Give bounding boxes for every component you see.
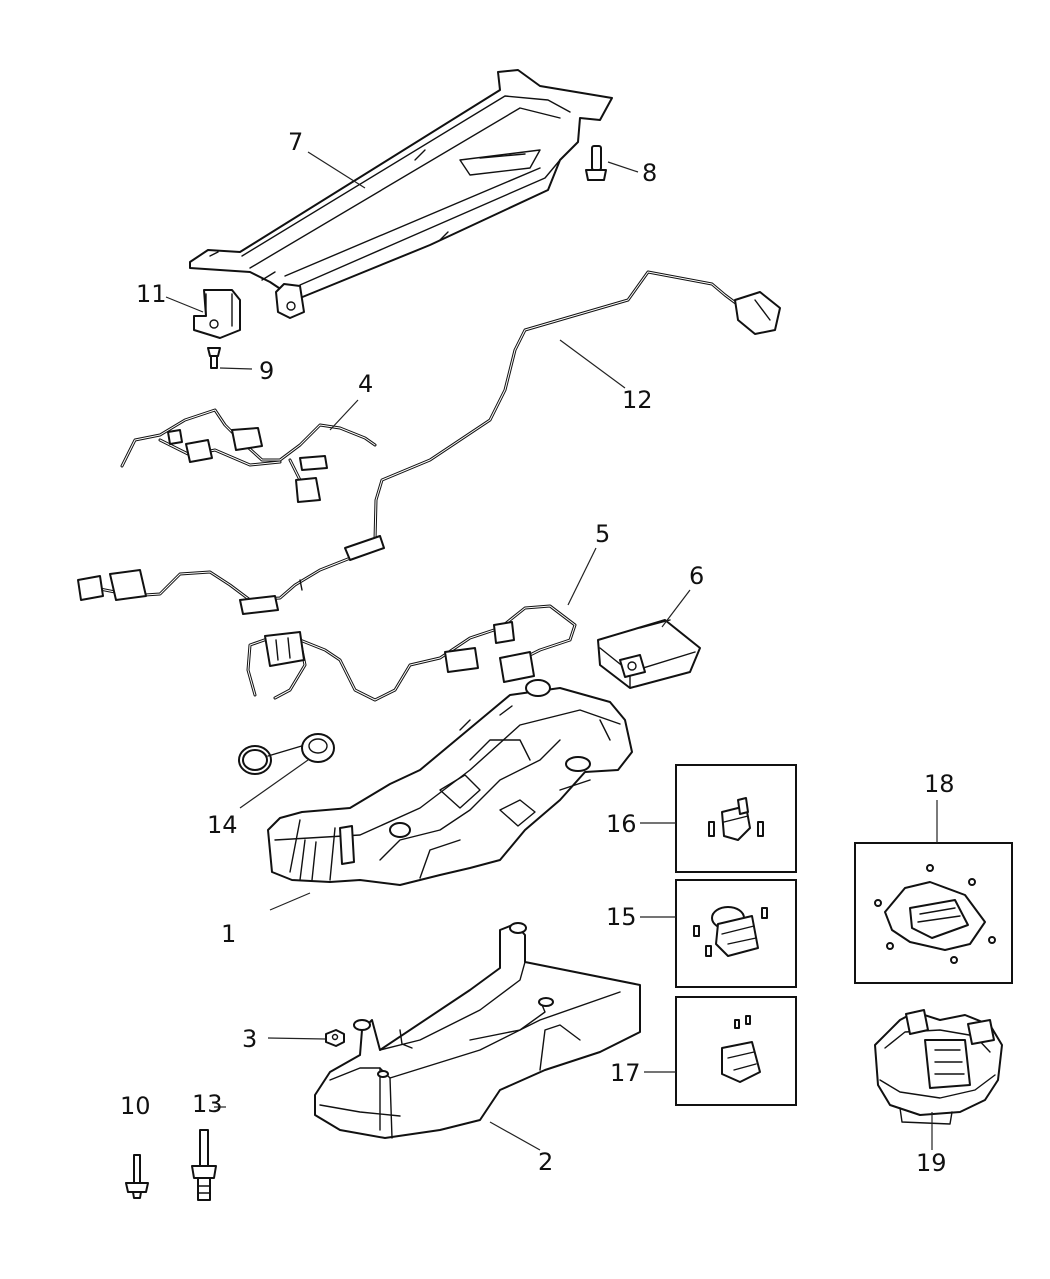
callout-13: 13 [192, 1090, 223, 1118]
leader-12 [559, 339, 626, 389]
part-pump-module-19[interactable] [874, 1009, 1003, 1125]
inset-box-16 [675, 764, 797, 873]
leader-2 [489, 1121, 541, 1151]
part-wiring-harness-5[interactable] [246, 604, 577, 702]
callout-18: 18 [924, 770, 955, 798]
part-bolt-10[interactable] [125, 1154, 149, 1199]
leader-8 [607, 161, 639, 173]
callout-1: 1 [221, 920, 236, 948]
part-tank-1[interactable] [267, 679, 633, 886]
leader-7 [307, 151, 366, 189]
callout-labels: 1 2 3 4 5 6 7 8 9 10 11 12 13 14 15 16 1… [120, 128, 955, 1177]
leader-9 [219, 367, 253, 370]
leader-6 [661, 589, 691, 628]
leader-5 [567, 547, 597, 606]
part-wiring-harness-4[interactable] [120, 408, 377, 503]
callout-9: 9 [259, 357, 274, 385]
callout-6: 6 [689, 562, 704, 590]
callout-2: 2 [538, 1148, 553, 1176]
part-sensor-line-12[interactable] [77, 270, 781, 615]
part-component-17[interactable] [721, 1015, 761, 1083]
callout-16: 16 [606, 810, 637, 838]
part-crossmember[interactable] [189, 69, 613, 319]
callout-19: 19 [916, 1149, 947, 1177]
callout-17: 17 [610, 1059, 641, 1087]
part-nut-3[interactable] [325, 1029, 345, 1047]
leader-1 [269, 892, 311, 911]
callout-7: 7 [288, 128, 303, 156]
leader-14 [239, 759, 309, 809]
part-screw-9[interactable] [207, 347, 221, 369]
leader-3 [267, 1037, 326, 1040]
callout-5: 5 [595, 520, 610, 548]
callout-11: 11 [136, 280, 167, 308]
part-bolt-8[interactable] [585, 145, 607, 181]
leader-lines [165, 151, 938, 1151]
part-component-16[interactable] [708, 797, 764, 841]
callout-14: 14 [207, 811, 238, 839]
leader-11 [165, 296, 204, 313]
callout-10: 10 [120, 1092, 151, 1120]
part-bracket-11[interactable] [193, 289, 241, 339]
part-control-module-6[interactable] [597, 619, 701, 689]
callout-12: 12 [622, 386, 653, 414]
part-cap-ring-14[interactable] [238, 733, 335, 775]
part-seal-cover-18[interactable] [874, 864, 996, 964]
part-component-15[interactable] [693, 906, 768, 957]
callout-8: 8 [642, 159, 657, 187]
part-shield-2[interactable] [314, 922, 641, 1139]
callout-4: 4 [358, 370, 373, 398]
part-bolt-13[interactable] [191, 1129, 217, 1201]
callout-15: 15 [606, 903, 637, 931]
callout-3: 3 [242, 1025, 257, 1053]
leader-4 [329, 399, 359, 431]
